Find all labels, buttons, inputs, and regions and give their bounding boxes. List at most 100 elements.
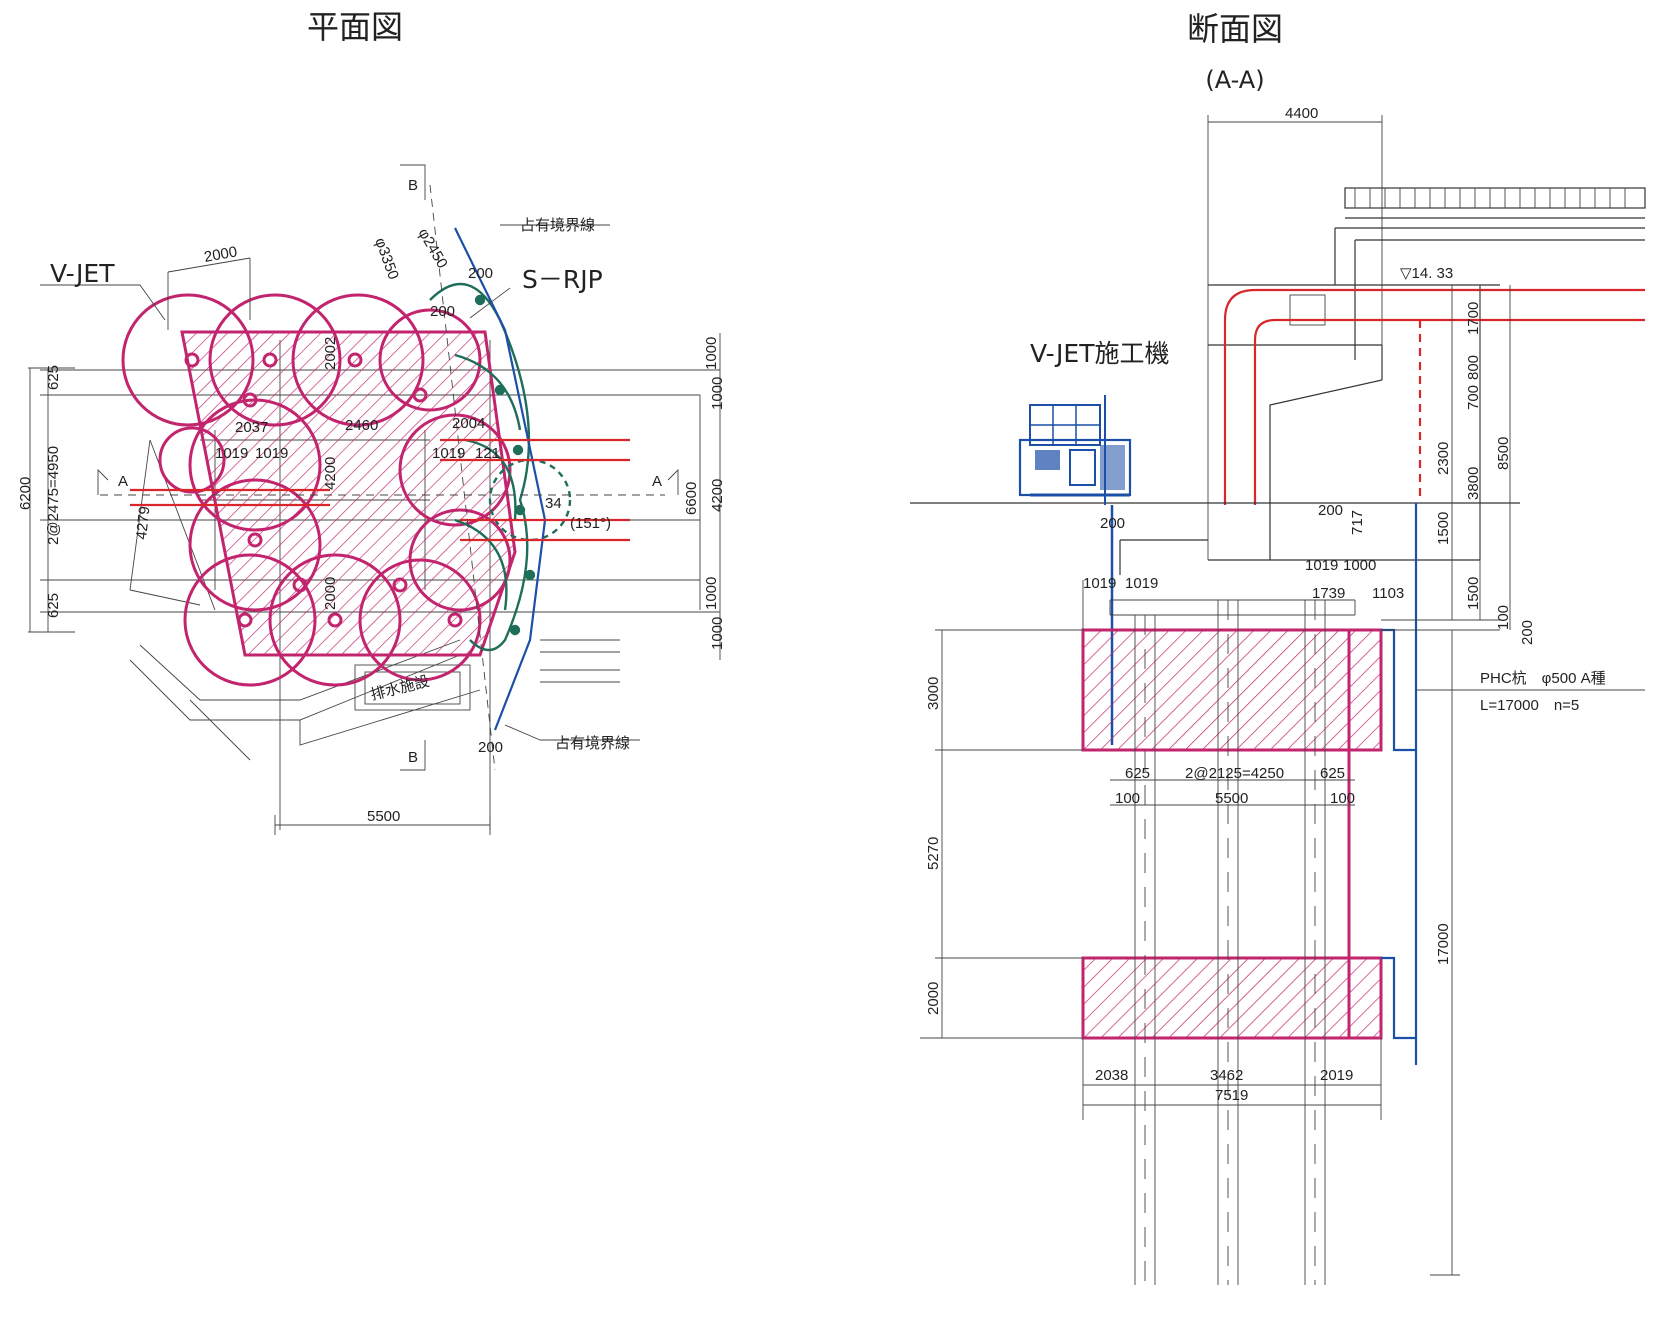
section-dim-1103: 1103 xyxy=(1372,585,1404,602)
plan-improvement-area xyxy=(180,330,517,657)
sheet-pile-lower xyxy=(1381,956,1416,1040)
section-dim-200s: 200 xyxy=(1519,620,1536,645)
section-dim-2000: 2000 xyxy=(925,982,942,1015)
section-dim-100b: 100 xyxy=(1330,790,1355,807)
section-right-dims xyxy=(941,285,1511,1276)
plan-dim-200a: 200 xyxy=(468,265,493,282)
improvement-block-lower xyxy=(1081,956,1383,1040)
plan-dim-1000a: 1000 xyxy=(703,337,720,370)
pile-spec-line2: L=17000 n=5 xyxy=(1480,697,1579,714)
plan-view: A A B B 2000 200 xyxy=(17,164,726,835)
plan-dim-2000: 2000 xyxy=(203,243,239,266)
section-view: 4400 xyxy=(910,105,1646,1285)
section-dim-1500b: 1500 xyxy=(1465,577,1482,610)
phc-piles xyxy=(1109,599,1356,1285)
section-dim-5270: 5270 xyxy=(925,837,942,870)
section-dim-1700: 1700 xyxy=(1465,302,1482,335)
section-deck xyxy=(1119,187,1646,575)
section-dim-5500: 5500 xyxy=(1215,790,1248,807)
section-mark-b-top: B xyxy=(408,177,418,194)
section-level: ▽14. 33 xyxy=(1400,265,1453,282)
plan-dim-2037: 2037 xyxy=(235,419,268,436)
section-mark-b-bottom: B xyxy=(408,749,418,766)
section-dim-625a: 625 xyxy=(1125,765,1150,782)
plan-dim-1000d: 1000 xyxy=(709,617,726,650)
plan-dim-121: 121 xyxy=(475,445,500,462)
section-layer-lines xyxy=(920,619,1645,1039)
section-dim-1500a: 1500 xyxy=(1435,512,1452,545)
section-dim-2125: 2@2125=4250 xyxy=(1185,765,1284,782)
section-dim-800: 800 xyxy=(1465,355,1482,380)
section-dim-1739: 1739 xyxy=(1312,585,1345,602)
plan-dimension-lines xyxy=(28,224,721,835)
plan-label-angle: (151°) xyxy=(570,515,611,532)
plan-dim-1019c: 1019 xyxy=(432,445,465,462)
plan-dim-2004: 2004 xyxy=(452,415,485,432)
plan-callout-vjet-leader xyxy=(139,284,166,321)
sheet-pile-upper xyxy=(1381,628,1416,752)
plan-dim-2460: 2460 xyxy=(345,417,378,434)
plan-label-phi3350: φ3350 xyxy=(371,236,402,282)
plan-dim-1019a: 1019 xyxy=(215,445,248,462)
section-railing xyxy=(1289,188,1626,326)
plan-dim-625b: 625 xyxy=(45,593,62,618)
plan-dim-2000v: 2000 xyxy=(322,577,339,610)
plan-label-boundary-top: 占有境界線 xyxy=(520,216,595,234)
section-dim-17000: 17000 xyxy=(1435,923,1452,965)
section-dim-625b: 625 xyxy=(1320,765,1345,782)
plan-label-boundary-bottom: 占有境界線 xyxy=(555,734,630,752)
section-dim-100: 100 xyxy=(1495,605,1512,630)
plan-callout-srjp: S－RJP xyxy=(522,265,603,294)
plan-pipes xyxy=(130,438,630,542)
section-line-bb xyxy=(429,184,496,771)
plan-dim-2002: 2002 xyxy=(322,337,339,370)
section-mark-a-left: A xyxy=(118,473,128,490)
section-dim-4400: 4400 xyxy=(1285,105,1318,122)
plan-dim-4200v: 4200 xyxy=(322,457,339,490)
plan-dim-1000b: 1000 xyxy=(709,377,726,410)
improvement-block-upper xyxy=(1081,628,1383,752)
section-pipes xyxy=(1223,288,1645,505)
section-callout-machine: V-JET施工機 xyxy=(1030,339,1170,368)
plan-label-phi2450: φ2450 xyxy=(415,226,451,272)
plan-dim-4200: 4200 xyxy=(709,479,726,512)
section-dim-7519: 7519 xyxy=(1215,1087,1248,1104)
plan-title: 平面図 xyxy=(307,8,403,46)
plan-dim-1000c: 1000 xyxy=(703,577,720,610)
section-dim-1019b: 1019 xyxy=(1125,575,1158,592)
plan-dim-2475: 2@2475=4950 xyxy=(45,446,62,545)
section-arrow-b-top xyxy=(400,164,426,200)
plan-callout-vjet: V-JET xyxy=(50,259,115,288)
section-dim-3800: 3800 xyxy=(1465,467,1482,500)
section-dim-1019c: 1019 xyxy=(1305,557,1338,574)
section-dim-2300: 2300 xyxy=(1435,442,1452,475)
plan-dim-6200: 6200 xyxy=(17,477,34,510)
plan-dim-200c: 200 xyxy=(478,739,503,756)
section-top-dim xyxy=(1207,115,1383,560)
section-mark-a-right: A xyxy=(652,473,662,490)
section-dim-1000: 1000 xyxy=(1343,557,1376,574)
section-dim-8500: 8500 xyxy=(1495,437,1512,470)
section-dim-3462: 3462 xyxy=(1210,1067,1243,1084)
section-dim-1019a: 1019 xyxy=(1083,575,1116,592)
section-dim-717: 717 xyxy=(1349,510,1366,535)
plan-dim-200b: 200 xyxy=(430,303,455,320)
plan-label-d34: 34 xyxy=(545,495,562,512)
plan-dim-6600: 6600 xyxy=(683,482,700,515)
section-arrow-b-bottom xyxy=(400,740,426,771)
section-subtitle: (A-A) xyxy=(1205,66,1264,94)
section-title: 断面図 xyxy=(1187,10,1283,48)
vjet-columns xyxy=(121,293,512,687)
section-dim-2038: 2038 xyxy=(1095,1067,1128,1084)
section-dim-700: 700 xyxy=(1465,385,1482,410)
section-arrow-a-right xyxy=(667,468,679,495)
pile-spec-line1: PHC杭 φ500 A種 xyxy=(1480,670,1606,687)
section-dim-3000: 3000 xyxy=(925,677,942,710)
section-dim-100a: 100 xyxy=(1115,790,1140,807)
section-dim-200t: 200 xyxy=(1100,515,1125,532)
section-dim-2019: 2019 xyxy=(1320,1067,1353,1084)
section-arrow-a-left xyxy=(97,468,109,495)
plan-dim-1019b: 1019 xyxy=(255,445,288,462)
section-dim-200m: 200 xyxy=(1318,502,1343,519)
